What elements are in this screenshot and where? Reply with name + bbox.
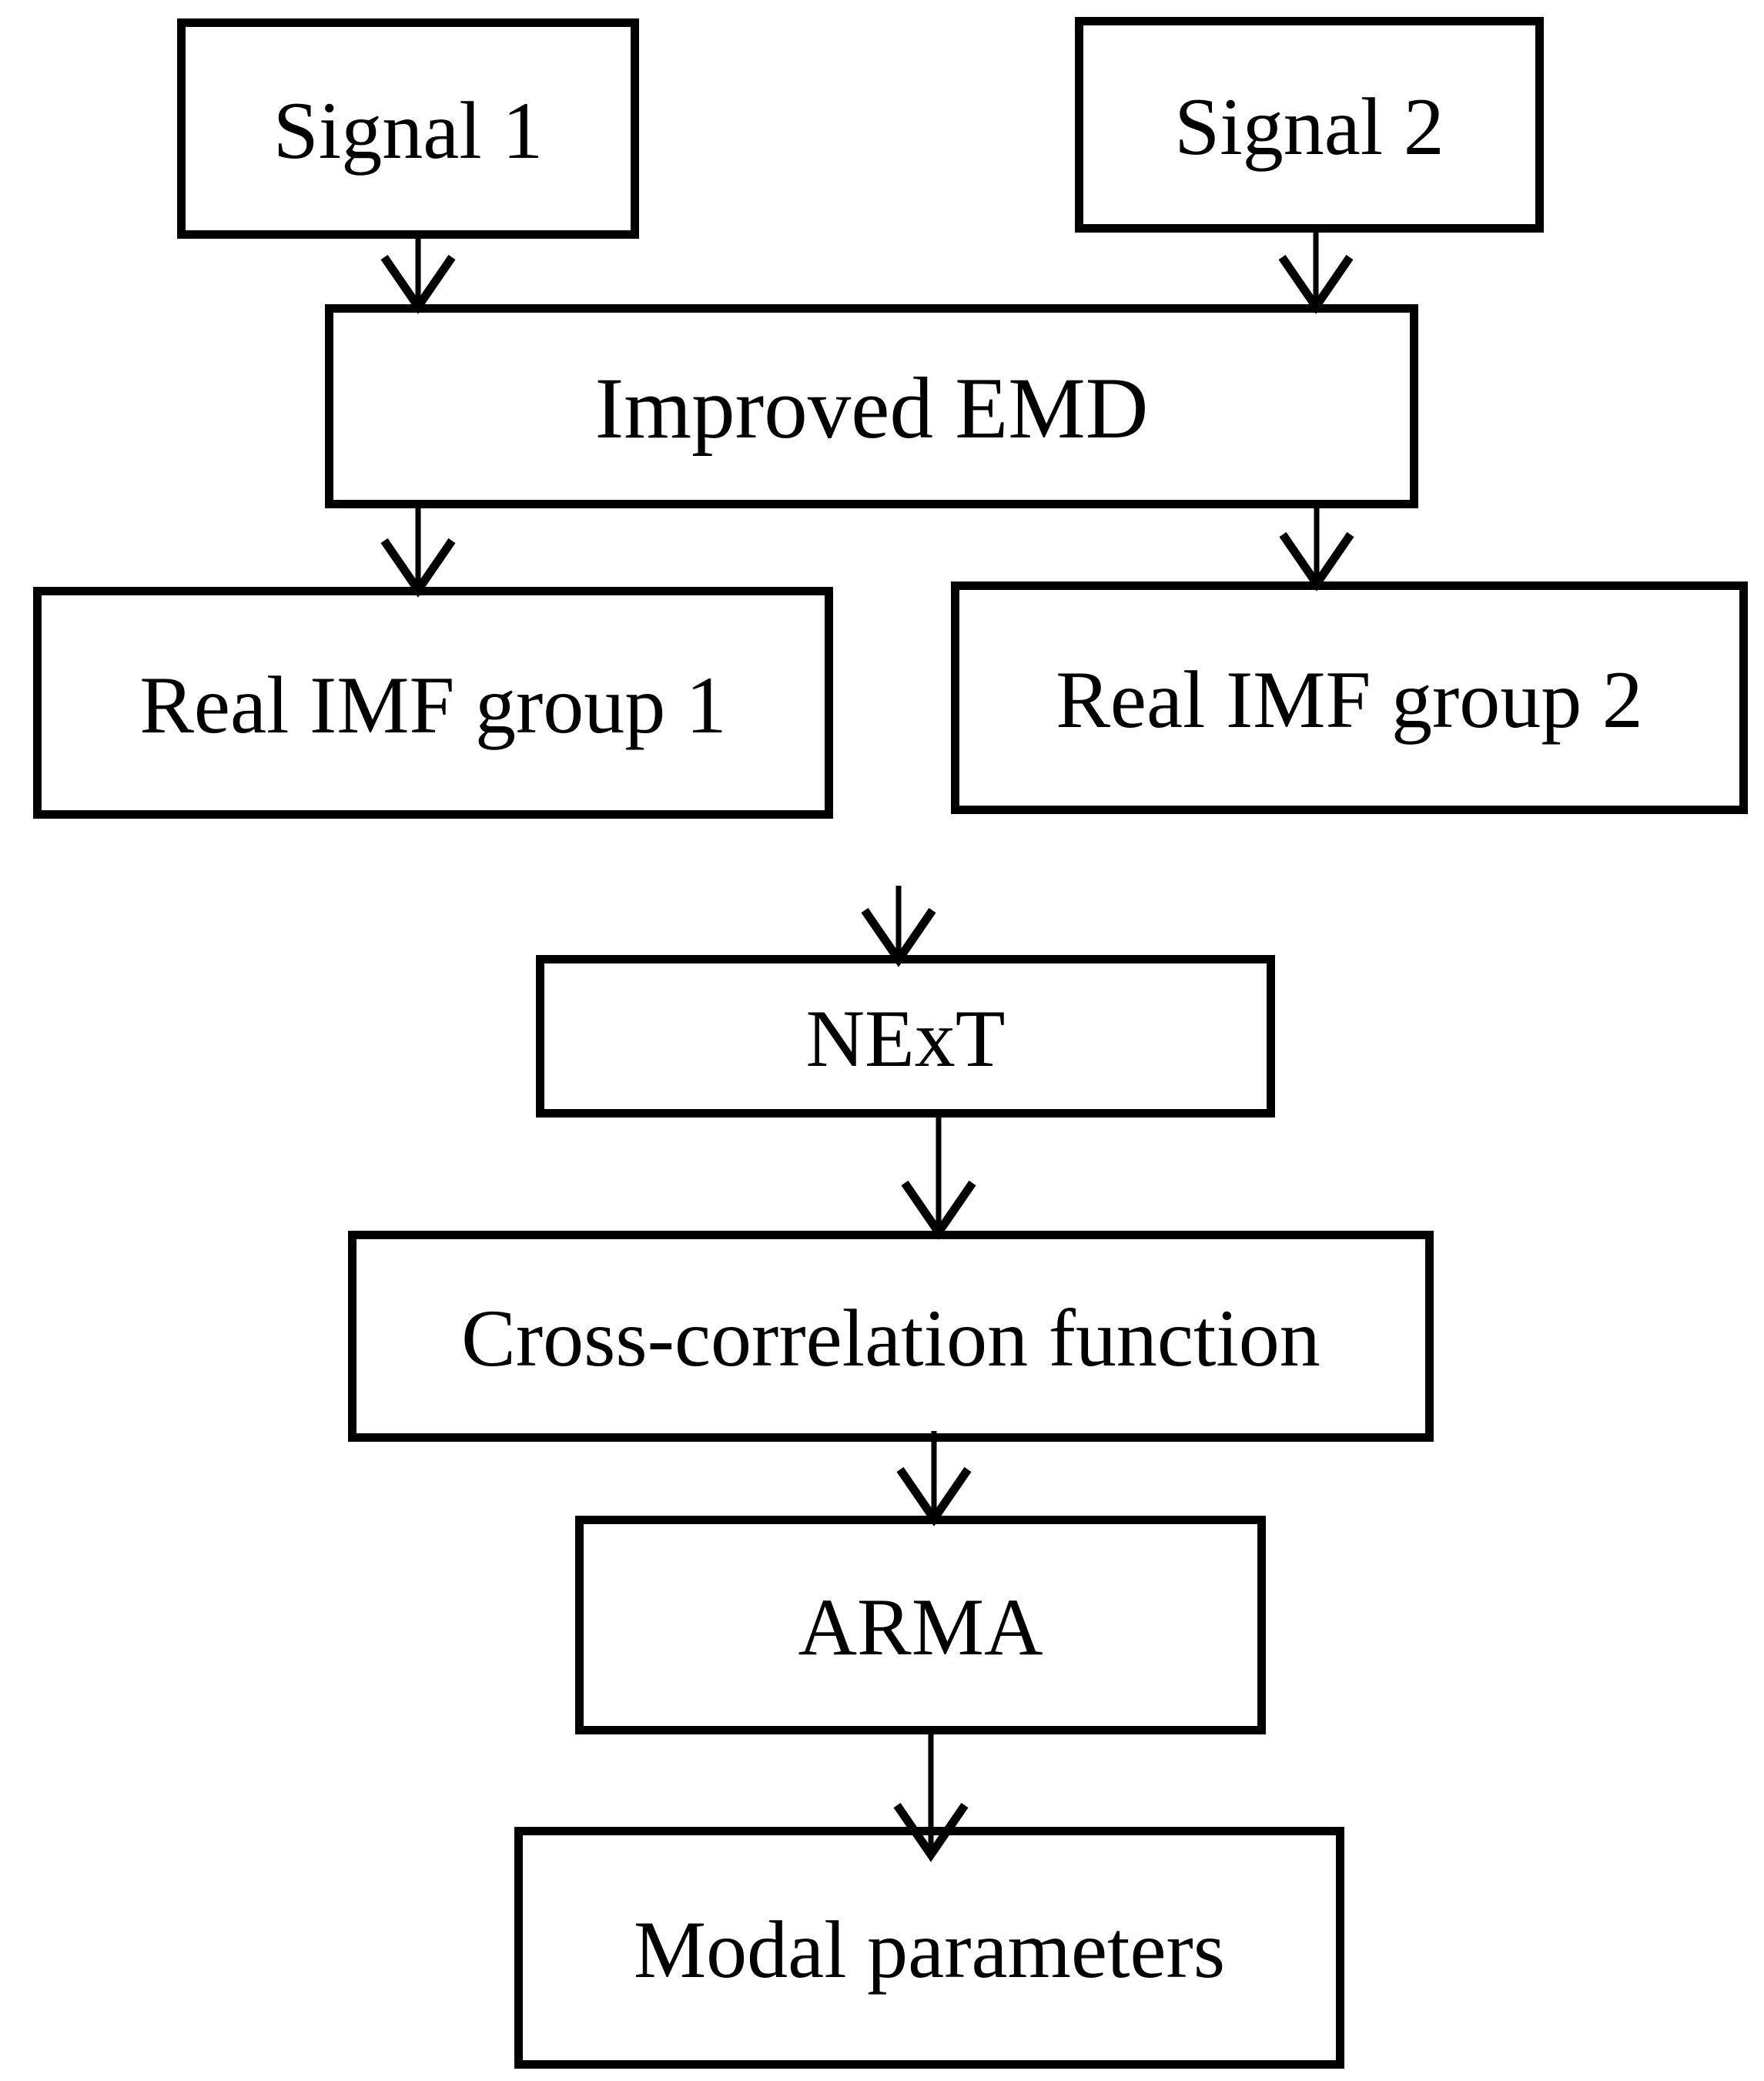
node-arma: ARMA <box>575 1516 1266 1734</box>
node-signal-2: Signal 2 <box>1075 17 1544 233</box>
node-improved-emd-label: Improved EMD <box>594 360 1149 457</box>
node-improved-emd: Improved EMD <box>325 304 1418 508</box>
node-modal-parameters-label: Modal parameters <box>633 1905 1226 1995</box>
arrow-improved-emd-to-real-imf-group-2 <box>1279 503 1354 591</box>
node-signal-2-label: Signal 2 <box>1174 82 1444 172</box>
node-next-label: NExT <box>805 993 1006 1084</box>
node-cross-correlation-function: Cross-correlation function <box>348 1231 1434 1442</box>
node-next: NExT <box>536 955 1275 1118</box>
node-real-imf-group-1: Real IMF group 1 <box>33 587 833 819</box>
arrow-signal-1-to-improved-emd <box>380 231 456 314</box>
node-real-imf-group-2-label: Real IMF group 2 <box>1056 655 1643 745</box>
arrow-signal-2-to-improved-emd <box>1278 226 1354 314</box>
node-arma-label: ARMA <box>798 1582 1043 1672</box>
node-real-imf-group-1-label: Real IMF group 1 <box>139 659 727 750</box>
node-signal-1-label: Signal 1 <box>273 85 544 176</box>
arrow-cross-correlation-to-arma <box>896 1431 972 1526</box>
arrow-improved-emd-to-real-imf-group-1 <box>380 503 456 598</box>
node-modal-parameters: Modal parameters <box>514 1827 1344 2069</box>
node-cross-correlation-function-label: Cross-correlation function <box>461 1293 1320 1383</box>
arrow-next-to-cross-correlation <box>901 1114 976 1240</box>
node-real-imf-group-2: Real IMF group 2 <box>951 581 1748 814</box>
arrow-imf-groups-to-next <box>861 886 936 967</box>
node-signal-1: Signal 1 <box>177 18 639 239</box>
